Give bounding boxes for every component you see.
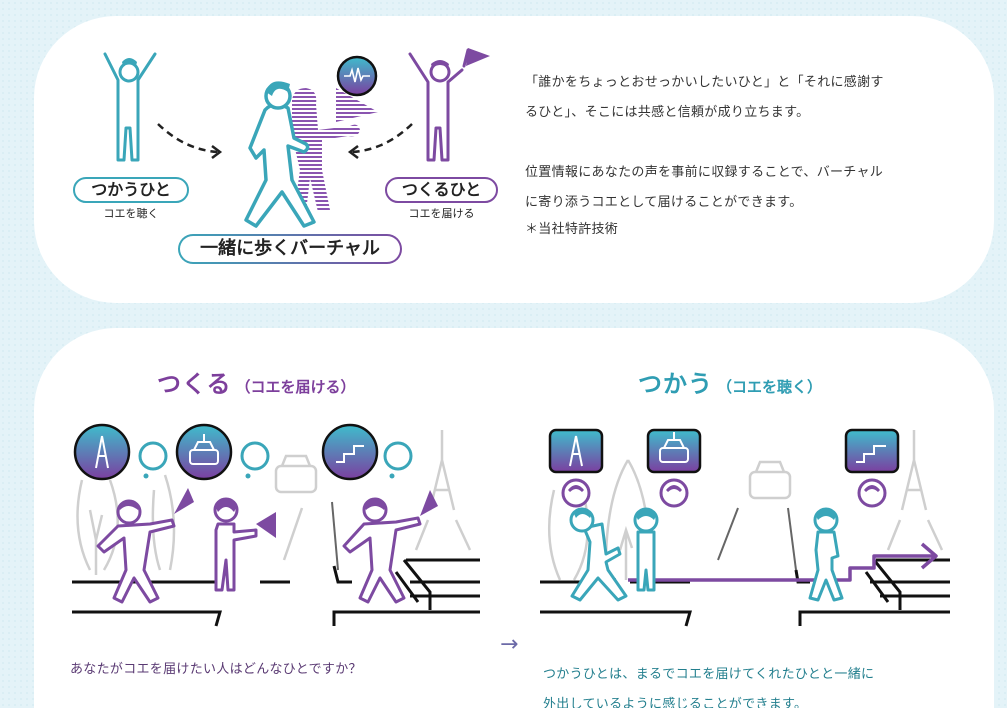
intro-paragraph-line: るひと」、そこには共感と信頼が成り立ちます。	[525, 105, 810, 120]
car-alert-bubble-icon	[175, 423, 233, 481]
use-description-line: 外出しているように感じることができます。	[543, 697, 808, 708]
create-section-title: つくる （コエを届ける）	[157, 364, 356, 399]
intro-paragraph-line: 位置情報にあなたの声を事前に収録することで、バーチャル	[525, 165, 884, 180]
tower-bubble-icon	[73, 423, 131, 481]
create-subtitle: （コエを届ける）	[235, 378, 356, 396]
use-subtitle: （コエを聴く）	[717, 378, 823, 396]
intro-illustration	[103, 48, 490, 228]
virtual-walk-pill: 一緒に歩くバーチャル	[178, 234, 402, 264]
creator-role-sub-label: コエを届ける	[408, 207, 475, 220]
user-role-pill: つかうひと	[73, 177, 189, 203]
creator-figure-icon	[408, 48, 470, 162]
patent-note: ＊当社特許技術	[525, 222, 619, 237]
tower-signal-icon	[548, 428, 604, 474]
intro-paragraph-line: 「誰かをちょっとおせっかいしたいひと」と「それに感謝す	[525, 75, 884, 90]
use-illustration	[540, 428, 950, 627]
use-title: つかう	[638, 370, 713, 398]
creator-figures-icon	[96, 497, 422, 604]
creator-role-pill: つくるひと	[385, 177, 498, 203]
user-role-sub-label: コエを聴く	[103, 207, 159, 220]
flow-arrow-icon: →	[500, 632, 519, 657]
create-title: つくる	[157, 370, 232, 398]
create-description: あなたがコエを届けたい人はどんなひとですか？	[70, 662, 362, 677]
user-figure-icon	[103, 52, 157, 162]
walking-user-figure-icon	[244, 82, 316, 228]
intro-description: 「誰かをちょっとおせっかいしたいひと」と「それに感謝す るひと」、そこには共感と…	[525, 68, 884, 242]
use-description: つかうひとは、まるでコエを届けてくれたひとと一緒に 外出しているように感じること…	[543, 660, 874, 708]
user-figures-icon	[569, 507, 844, 602]
virtual-companion-figure-icon	[292, 55, 378, 212]
use-description-line: つかうひとは、まるでコエを届けてくれたひとと一緒に	[543, 667, 875, 682]
use-section-title: つかう （コエを聴く）	[638, 364, 822, 399]
car-alert-signal-icon	[646, 428, 702, 474]
creator-voice-badges-icon	[561, 478, 887, 508]
intro-paragraph-line: に寄り添うコエとして届けることができます。	[525, 195, 803, 210]
stairs-signal-icon	[844, 428, 900, 474]
create-illustration	[72, 423, 480, 627]
stairs-bubble-icon	[321, 423, 379, 481]
